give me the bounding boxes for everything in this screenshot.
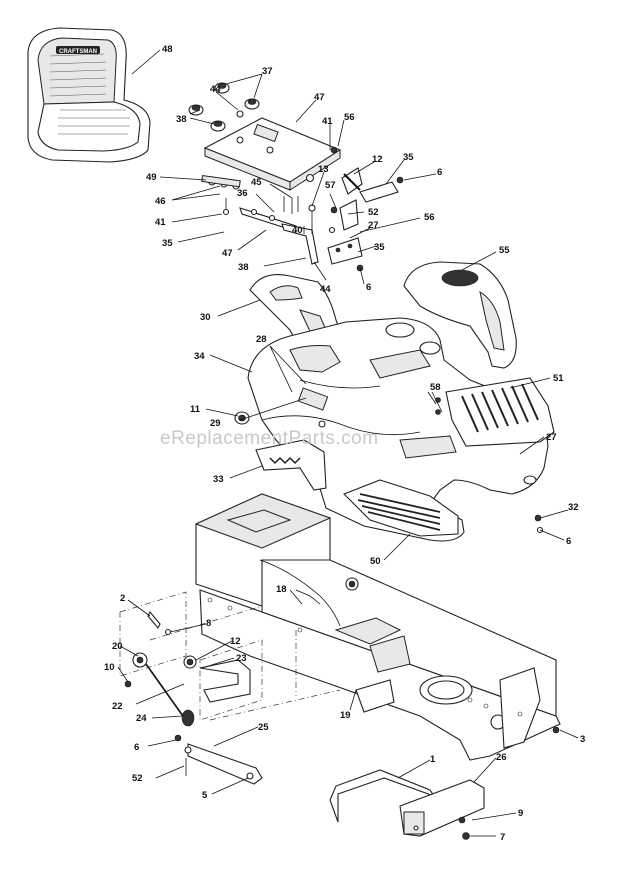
callout-27: 27 — [546, 432, 557, 443]
callout-41: 41 — [322, 116, 333, 127]
callout-57: 56 — [344, 112, 355, 123]
callout-5: 5 — [202, 790, 208, 801]
pedal-bracket-parts — [329, 769, 485, 840]
chassis-frame-part — [194, 493, 561, 761]
callout-7: 7 — [500, 832, 505, 843]
callout-44: 46 — [155, 196, 166, 207]
callout-6: 6 — [437, 167, 442, 178]
seat-part: CRAFTSMAN — [27, 27, 151, 163]
callout-10: 10 — [104, 662, 115, 673]
callout-30: 30 — [200, 312, 211, 323]
callout-55: 55 — [499, 245, 510, 256]
callout-28: 27 — [368, 220, 379, 231]
callout-29: 29 — [210, 418, 221, 429]
callout-39: 38 — [176, 114, 187, 125]
seat-pan-part — [203, 117, 342, 191]
callout-20: 20 — [112, 641, 123, 652]
callout-6: 6 — [566, 536, 571, 547]
callout-37: 35 — [162, 238, 173, 249]
seat-rail-parts — [201, 174, 319, 265]
callout-41: 41 — [155, 217, 166, 228]
callout-35: 35 — [374, 242, 385, 253]
callout-11: 11 — [190, 404, 201, 415]
phantom-lines — [119, 591, 341, 721]
callout-6: 6 — [366, 282, 371, 293]
callout-52: 52 — [132, 773, 143, 784]
callout-28: 28 — [256, 334, 267, 345]
left-footrest-part — [343, 479, 459, 537]
callout-26: 26 — [496, 752, 507, 763]
callout-35: 35 — [403, 152, 414, 163]
brake-linkage-parts — [124, 611, 263, 785]
callout-22: 22 — [112, 701, 123, 712]
callout-56: 57 — [325, 180, 336, 191]
callout-54: 52 — [368, 207, 379, 218]
callout-43: 44 — [210, 84, 221, 95]
callout-2: 2 — [120, 593, 125, 604]
callout-24: 24 — [136, 713, 147, 724]
callout-51: 51 — [553, 373, 564, 384]
callout-12: 12 — [230, 636, 241, 647]
right-footrest-part — [445, 377, 555, 447]
seat-hardware — [188, 82, 338, 183]
callout-23: 23 — [236, 653, 247, 664]
callout-49: 48 — [162, 44, 173, 55]
callout-32: 32 — [568, 502, 579, 513]
callout-18: 18 — [276, 584, 287, 595]
callout-9: 9 — [518, 808, 523, 819]
callout-19: 19 — [340, 710, 351, 721]
leader-lines — [117, 49, 579, 837]
latch-bracket-parts — [327, 167, 404, 272]
callout-40: 40 — [292, 225, 303, 236]
callout-45: 45 — [251, 177, 262, 188]
callout-6: 6 — [134, 742, 139, 753]
callout-50: 50 — [370, 556, 381, 567]
rear-cover-part — [403, 261, 517, 369]
callout-46: 47 — [314, 92, 325, 103]
callout-38: 38 — [238, 262, 249, 273]
watermark-text: eReplacementParts.com — [160, 428, 379, 449]
callout-48: 49 — [146, 172, 157, 183]
callout-58: 58 — [430, 382, 441, 393]
callout-33: 33 — [213, 474, 224, 485]
callout-34: 34 — [194, 351, 205, 362]
callout-44: 44 — [320, 284, 331, 295]
callout-16: 13 — [318, 164, 329, 175]
callout-36: 36 — [237, 188, 248, 199]
callout-56: 56 — [424, 212, 435, 223]
callout-1: 1 — [430, 754, 436, 765]
callout-39: 37 — [262, 66, 273, 77]
callout-labels: 48 37 44 38 47 56 41 12 35 6 13 49 46 48… — [104, 44, 585, 843]
callout-8: 8 — [206, 618, 211, 629]
callout-25: 25 — [258, 722, 269, 733]
callout-3: 3 — [580, 734, 585, 745]
seat-logo: CRAFTSMAN — [59, 49, 97, 55]
callout-13: 12 — [372, 154, 383, 165]
callout-47: 47 — [222, 248, 233, 259]
